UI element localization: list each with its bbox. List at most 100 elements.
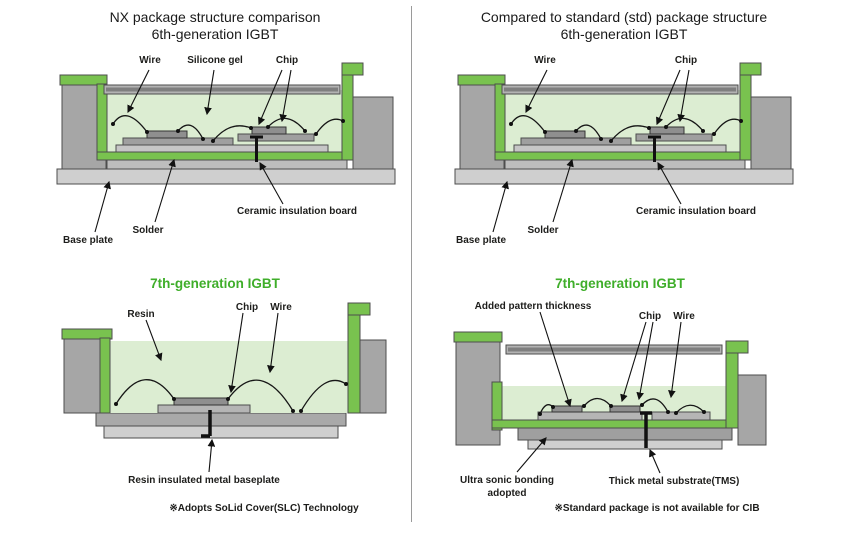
- arrow-ceramic-board: [657, 161, 682, 205]
- label-ceramic-insulation-board: Ceramic insulation board: [635, 206, 757, 217]
- bond-wire-shape: [675, 404, 705, 414]
- wire-bond-dot: [538, 412, 542, 416]
- arrow-base-plate: [492, 180, 509, 233]
- label-wire: Wire: [673, 311, 695, 322]
- arrow-solder: [552, 158, 574, 223]
- note-std-package-cib: ※Standard package is not available for C…: [554, 503, 760, 514]
- label-wire: Wire: [139, 55, 161, 66]
- case-block-right-shape: [737, 374, 767, 446]
- arrow-ceramic-board: [259, 161, 284, 205]
- metal-baseplate-shape: [95, 412, 347, 427]
- wire-bond-dot: [640, 403, 644, 407]
- arrow-chip: [279, 69, 292, 123]
- label-solder: Solder: [132, 225, 164, 236]
- label-wire: Wire: [534, 55, 556, 66]
- case-green-wall-left-shape: [99, 337, 111, 414]
- arrow-wire: [525, 69, 548, 114]
- resin-fill-shape: [110, 341, 348, 413]
- arrow-chip: [636, 321, 654, 401]
- arrow-chip: [656, 69, 681, 126]
- label-ultrasonic-bonding: Ultra sonic bonding adopted: [460, 475, 554, 499]
- bond-wire-shape: [115, 379, 175, 405]
- wire-bond-dot: [299, 409, 303, 413]
- pattern-board-shape: [651, 411, 711, 421]
- gen6-nx-arrows: [94, 69, 292, 233]
- label-wire: Wire: [270, 302, 292, 313]
- case-green-floor-shape: [491, 419, 739, 429]
- arrow-base-plate: [94, 180, 111, 233]
- arrow-wire: [668, 321, 682, 399]
- case-green-wall-left-shape: [491, 381, 503, 431]
- label-silicone-gel: Silicone gel: [187, 55, 243, 66]
- arrow-resin: [145, 319, 163, 362]
- case-block-right-shape: [359, 339, 387, 414]
- gen6-nx-package: [55, 61, 397, 186]
- note-slc-technology: ※Adopts SoLid Cover(SLC) Technology: [169, 503, 359, 514]
- wire-bond-dot: [172, 397, 176, 401]
- arrow-ultrasonic: [516, 437, 547, 473]
- metal-baseplate-shape: [103, 425, 339, 439]
- label-ceramic-insulation-board: Ceramic insulation board: [236, 206, 358, 217]
- wire-bond-dot: [702, 410, 706, 414]
- case-green-cap-shape: [453, 331, 503, 343]
- gen6-std-arrows: [492, 69, 690, 233]
- arrow-chip: [620, 321, 647, 403]
- wire-bond-dot: [114, 402, 118, 406]
- label-chip: Chip: [638, 311, 662, 322]
- label-base-plate: Base plate: [62, 235, 114, 246]
- label-chip: Chip: [275, 55, 299, 66]
- chip-shape: [551, 405, 583, 413]
- label-base-plate: Base plate: [455, 235, 507, 246]
- gen7-std-arrows: [516, 311, 682, 474]
- case-green-cap-shape: [61, 328, 113, 340]
- arrow-chip: [677, 69, 690, 123]
- wire-bond-dot: [344, 382, 348, 386]
- lid-stripe-shape: [508, 347, 720, 352]
- right-title-line2: 6th-generation IGBT: [560, 26, 688, 42]
- arrow-added-pattern: [539, 311, 572, 408]
- arrow-chip: [258, 69, 283, 126]
- arrow-solder: [154, 158, 176, 223]
- arrow-silicone-gel: [204, 69, 215, 116]
- arrow-metal-baseplate: [207, 438, 216, 473]
- thick-metal-substrate-shape: [517, 427, 733, 441]
- wire-bond-dot: [609, 404, 613, 408]
- bond-wire-shape: [641, 398, 669, 413]
- right-title-line1: Compared to standard (std) package struc…: [480, 9, 768, 25]
- chip-shape: [173, 397, 229, 406]
- label-resin-insulated-metal-baseplate: Resin insulated metal baseplate: [128, 475, 280, 486]
- gen7-nx-arrows: [145, 312, 279, 473]
- case-green-wall-right-shape: [725, 340, 739, 429]
- wire-bond-dot: [551, 405, 555, 409]
- left-title-line2: 6th-generation IGBT: [151, 26, 279, 42]
- arrow-chip: [228, 312, 244, 394]
- chip-shape: [609, 405, 641, 413]
- label-added-pattern-thickness: Added pattern thickness: [474, 301, 592, 312]
- right-gen7-title: 7th-generation IGBT: [555, 276, 685, 291]
- wire-bond-dot: [582, 404, 586, 408]
- case-green-flange-shape: [725, 340, 749, 354]
- wire-bond-dot: [291, 409, 295, 413]
- label-resin: Resin: [127, 309, 155, 320]
- label-solder: Solder: [527, 225, 559, 236]
- arrow-tms: [649, 448, 661, 474]
- bond-wire-shape: [300, 379, 347, 412]
- label-thick-metal-substrate: Thick metal substrate(TMS): [608, 476, 740, 487]
- terminal-shape: [640, 411, 652, 448]
- wire-bond-dot: [674, 411, 678, 415]
- left-title-line1: NX package structure comparison: [109, 9, 321, 25]
- left-gen7-title: 7th-generation IGBT: [150, 276, 280, 291]
- gen7-std-package: [453, 331, 767, 450]
- label-chip: Chip: [674, 55, 698, 66]
- wire-bond-dot: [226, 397, 230, 401]
- arrow-wire: [127, 69, 150, 114]
- case-green-wall-right-shape: [347, 302, 361, 414]
- case-green-flange-shape: [347, 302, 371, 316]
- bond-wire-shape: [583, 397, 612, 407]
- pattern-board-shape: [537, 411, 643, 421]
- wire-bond-dot: [666, 410, 670, 414]
- label-chip: Chip: [235, 302, 259, 313]
- insulated-board-shape: [157, 404, 251, 414]
